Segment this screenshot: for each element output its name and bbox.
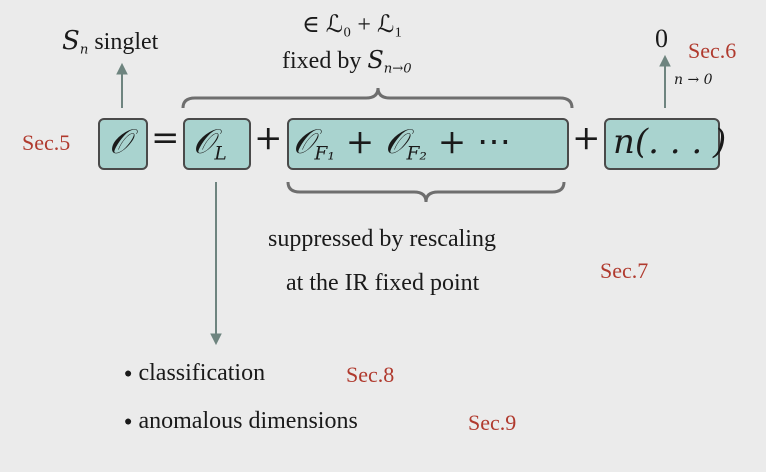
sec6-label: Sec.6	[688, 38, 737, 63]
fixed-by-symbol: S	[367, 46, 384, 74]
top-brace	[181, 87, 574, 109]
sec9-label: Sec.9	[468, 410, 517, 435]
sec7-label: Sec.7	[600, 258, 649, 283]
operator-of2-main: 𝒪	[385, 122, 407, 162]
space-membership: ∈ ℒ₀ + ℒ₁	[302, 12, 403, 38]
singlet-label: Sn singlet	[62, 26, 158, 58]
zero-value: 0	[655, 24, 668, 53]
operator-ol-main: 𝒪	[193, 122, 215, 162]
fixed-by-prefix: fixed by	[282, 48, 362, 74]
operator-of2-sub: F₂	[406, 143, 427, 165]
arrow-to-singlet	[116, 62, 128, 108]
bullet-text: anomalous dimensions	[138, 408, 358, 434]
bullet-text: classification	[138, 360, 266, 386]
singlet-symbol: S	[62, 26, 80, 56]
operator-of1-main: 𝒪	[293, 122, 315, 162]
ellipsis-tail: + ⋯	[437, 122, 512, 162]
bullet-dot-icon: ●	[124, 414, 133, 430]
singlet-word: singlet	[94, 29, 159, 55]
operator-ol-sub: L	[214, 143, 227, 165]
ir-fixed-point-label: at the IR fixed point	[286, 270, 480, 296]
operator-n-box: n(. . . )	[604, 118, 726, 170]
fixed-by-subscript: n→0	[383, 61, 412, 77]
operator-ol: 𝒪L	[193, 122, 227, 165]
singlet-subscript: n	[79, 42, 89, 58]
plus-sign-1: +	[254, 118, 283, 158]
arrow-to-bullets	[210, 182, 222, 346]
equals-sign: =	[151, 118, 180, 158]
operator-ol-box: 𝒪L	[183, 118, 251, 170]
bullet-item-anomalous: ● anomalous dimensions	[124, 408, 358, 435]
operator-of-box: 𝒪F₁ + 𝒪F₂ + ⋯	[287, 118, 569, 170]
plus-inner: +	[345, 122, 375, 162]
operator-of-terms: 𝒪F₁ + 𝒪F₂ + ⋯	[293, 122, 511, 165]
suppressed-label: suppressed by rescaling	[268, 226, 496, 252]
limit-label: n → 0	[674, 72, 713, 88]
plus-sign-2: +	[572, 118, 601, 158]
bullet-item-classification: ● classification	[124, 360, 265, 387]
sec5-label: Sec.5	[22, 130, 71, 155]
bottom-brace	[286, 181, 566, 203]
arrow-to-zero	[659, 54, 671, 108]
operator-o-box: 𝒪	[98, 118, 148, 170]
fixed-by-label: fixed by Sn→0	[282, 46, 412, 77]
operator-o: 𝒪	[109, 122, 131, 162]
bullet-dot-icon: ●	[124, 366, 133, 382]
sec8-label: Sec.8	[346, 362, 395, 387]
operator-n: n(. . . )	[613, 122, 727, 162]
operator-of1-sub: F₁	[314, 143, 335, 165]
